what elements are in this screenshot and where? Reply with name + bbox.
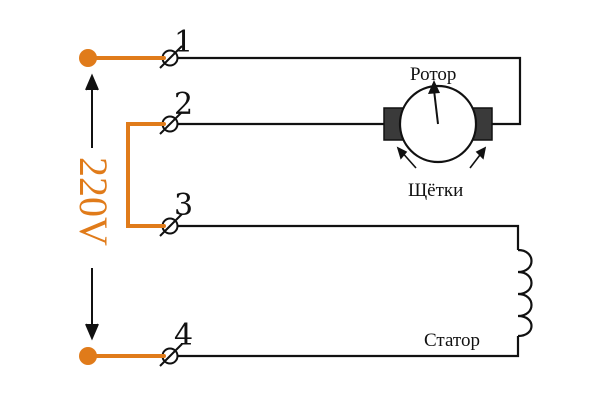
wire-terminal-4 xyxy=(176,336,520,358)
voltage-label: 220V xyxy=(71,157,116,246)
terminal-3-label: 3 xyxy=(174,188,193,223)
voltage-arrow xyxy=(85,73,99,341)
brushes-label: Щётки xyxy=(408,180,463,201)
terminal-1-label: 1 xyxy=(174,25,193,60)
stator-label: Статор xyxy=(424,330,480,351)
supply-node-bottom xyxy=(79,347,97,365)
terminals xyxy=(159,45,183,367)
terminal-2-label: 2 xyxy=(174,87,193,122)
rotor-pointer-head xyxy=(428,80,440,94)
wire-terminal-1 xyxy=(176,56,522,126)
wire-terminal-3 xyxy=(176,224,520,250)
circuit-wires xyxy=(176,56,533,358)
jumper-2-3 xyxy=(126,122,166,228)
rotor-pointer xyxy=(433,89,439,125)
stator-coil xyxy=(517,248,533,338)
brush-arrows xyxy=(396,146,487,169)
rotor xyxy=(383,80,493,164)
rotor-label: Ротор xyxy=(410,64,456,85)
supply-wires xyxy=(88,56,166,358)
supply-node-top xyxy=(79,49,97,67)
terminal-1 xyxy=(159,45,183,69)
terminal-4-label: 4 xyxy=(174,318,193,353)
